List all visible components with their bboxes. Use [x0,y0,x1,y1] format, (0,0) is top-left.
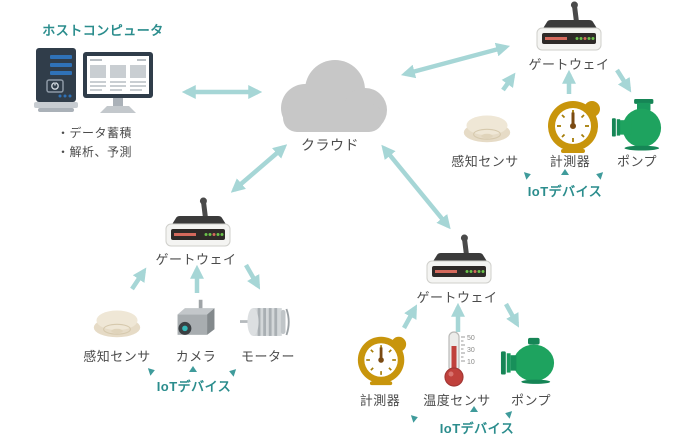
arrow-br-gauge-gateway [402,304,418,330]
smoke-sensor-icon [93,310,141,338]
thermo-scale-50: 50 [467,335,475,342]
device-label: ポンプ [510,393,552,408]
thermo-scale-30: 30 [467,347,475,354]
arrow-bl-sensor-gateway [130,267,147,291]
iot-group-label: IoTデバイス [439,421,515,436]
host-note-2: ・解析、予測 [57,145,133,159]
camera-icon [177,299,215,335]
host-title: ホストコンピュータ [42,23,164,38]
device-label: カメラ [175,349,217,364]
motor-icon [240,308,290,336]
pump-icon [611,99,662,151]
iot-group-label: IoTデバイス [527,184,603,199]
device-label: モーター [240,349,295,364]
cloud-label: クラウド [301,137,359,153]
device-label: 計測器 [359,393,401,408]
arrow-gateway-tr-pump [615,68,632,93]
arrow-tr-sensor-gateway [501,72,516,92]
monitor-icon [83,52,153,113]
thermo-scale-10: 10 [467,359,475,366]
cloud-icon [281,60,387,132]
arrow-cloud-gateway-bottomright [381,144,451,230]
gateway-label: ゲートウェイ [155,252,237,267]
host-note-1: ・データ蓄積 [57,126,133,140]
device-label: 温度センサ [423,393,491,408]
gateway-icon [536,1,602,51]
arrow-gateway-br-pump [504,302,520,328]
gateway-label: ゲートウェイ [416,290,498,305]
brace-mark-center [470,406,478,412]
device-label: 計測器 [549,154,591,169]
iot-group-label: IoTデバイス [156,379,232,394]
device-label: 感知センサ [83,349,151,364]
arrow-cloud-gateway-midleft [230,144,288,193]
brace-mark-center [561,169,569,175]
gauge-meter-icon [548,101,600,153]
arrow-cloud-gateway-topright [400,42,511,79]
gauge-meter-icon [357,336,407,386]
brace-mark-center [189,366,197,372]
thermometer-icon: 50 30 10 [444,331,475,387]
smoke-sensor-icon [463,115,511,143]
device-label: 感知センサ [451,154,519,169]
device-label: ポンプ [616,154,658,169]
gateway-icon [165,197,231,247]
gateway-icon [426,234,492,284]
pump-icon [500,337,555,384]
server-icon [34,48,78,112]
host-notes: ・データ蓄積 ・解析、予測 [57,124,132,162]
arrow-gateway-bl-motor [244,263,261,290]
gateway-label: ゲートウェイ [528,57,610,72]
